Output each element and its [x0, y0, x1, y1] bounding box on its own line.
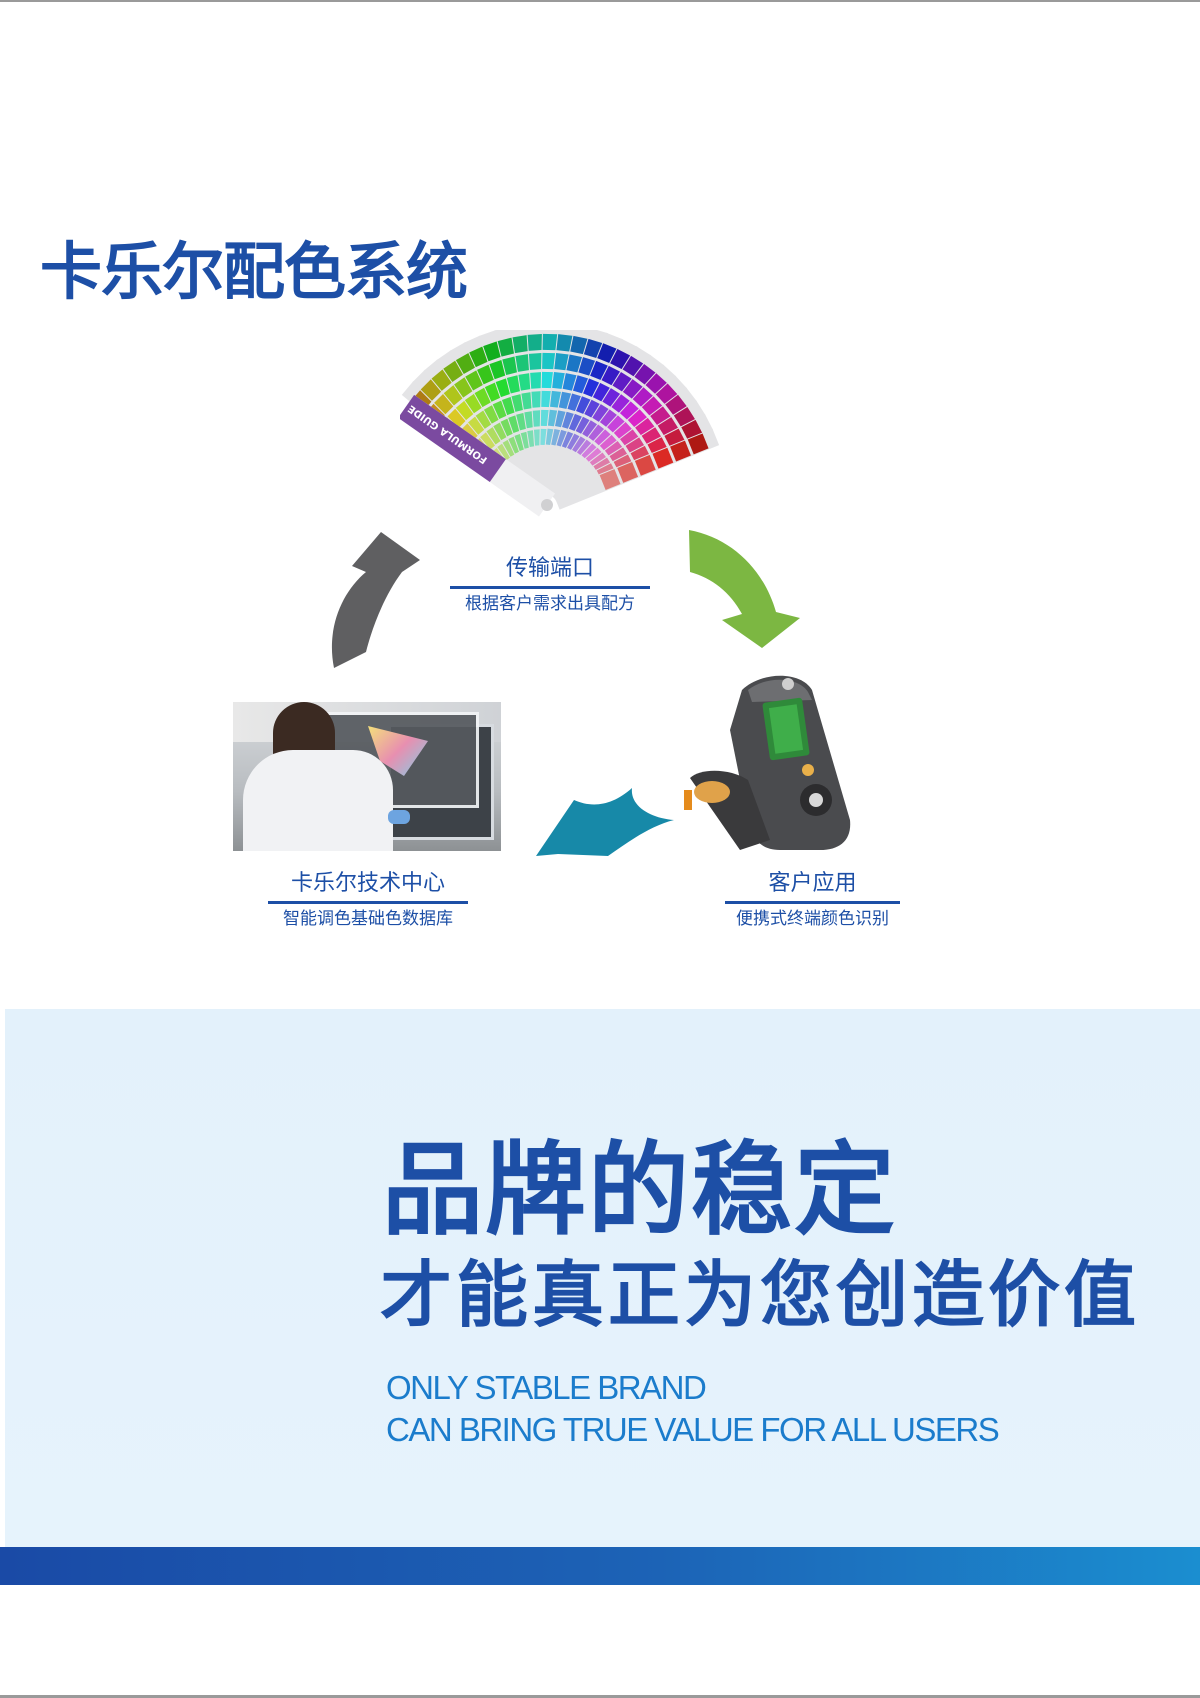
node-customer-app: 客户应用 便携式终端颜色识别 — [725, 870, 900, 930]
node-subtitle: 便携式终端颜色识别 — [736, 909, 889, 929]
cycle-diagram — [331, 530, 851, 856]
gray-arrow-icon — [331, 532, 420, 668]
node-title: 传输端口 — [505, 556, 594, 581]
page-title: 卡乐尔配色系统 — [40, 235, 468, 308]
green-arrow-icon — [689, 530, 800, 648]
node-subtitle: 根据客户需求出具配方 — [465, 594, 635, 614]
node-subtitle: 智能调色基础色数据库 — [283, 909, 453, 929]
lab-technician-photo — [233, 702, 501, 851]
node-title: 卡乐尔技术中心 — [290, 871, 445, 896]
bottom-border — [0, 1695, 1200, 1698]
node-tech-center: 卡乐尔技术中心 智能调色基础色数据库 — [268, 870, 468, 930]
divider — [450, 586, 650, 589]
fan-pivot — [541, 499, 553, 511]
slogan-heading: 品牌的稳定 — [382, 1131, 898, 1249]
blue-footer-bar — [0, 1547, 1200, 1585]
divider — [725, 901, 900, 904]
top-border — [0, 0, 1200, 2]
divider — [268, 901, 468, 904]
slogan-subheading: 才能真正为您创造价值 — [380, 1253, 1141, 1337]
slogan-english-line-1: ONLY STABLE BRAND — [386, 1369, 707, 1406]
node-transfer-port: 传输端口 根据客户需求出具配方 — [450, 555, 650, 615]
color-swatch-fan-image: FORMULA GUIDE — [400, 330, 720, 517]
slogan-panel — [5, 1009, 1200, 1549]
spectrophotometer-device-image — [684, 675, 851, 850]
slogan-english-line-2: CAN BRING TRUE VALUE FOR ALL USERS — [386, 1411, 1000, 1448]
node-title: 客户应用 — [768, 871, 857, 896]
blue-arrow-icon — [536, 788, 674, 856]
swatch-strip — [552, 428, 720, 510]
